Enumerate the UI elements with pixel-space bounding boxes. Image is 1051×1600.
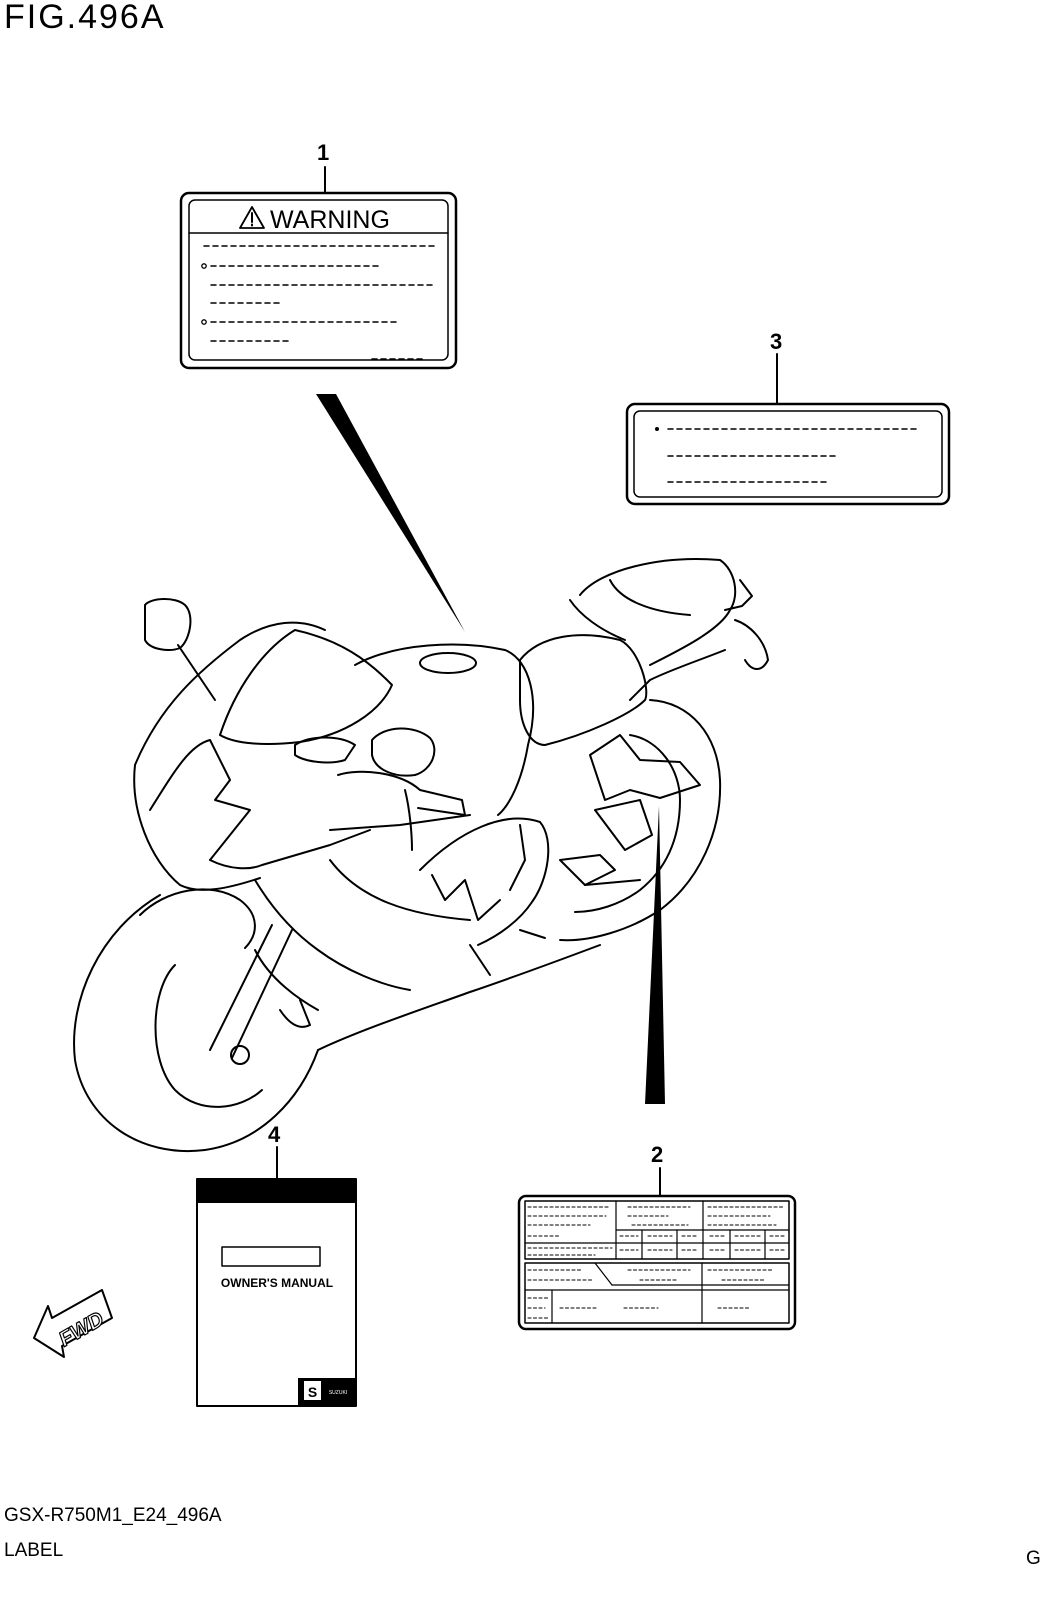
svg-text:S: S <box>308 1384 317 1400</box>
corner-letter: G <box>1026 1548 1041 1569</box>
callout-1: 1 <box>317 140 330 165</box>
warning-label: WARNING <box>179 166 458 370</box>
suzuki-brand: SUZUKI <box>329 1390 347 1396</box>
suzuki-logo-icon: S SUZUKI <box>298 1378 355 1406</box>
caution-label <box>625 353 951 506</box>
fwd-arrow-icon: FWD <box>33 1289 113 1358</box>
figure-title: FIG.496A <box>4 0 166 36</box>
warning-triangle-icon <box>239 206 265 229</box>
callout-2: 2 <box>651 1142 664 1167</box>
model-code: GSX-R750M1_E24_496A <box>4 1505 222 1526</box>
owners-manual-title: OWNER'S MANUAL <box>221 1276 333 1290</box>
warning-heading: WARNING <box>270 206 390 234</box>
leader-label-2 <box>645 806 665 1104</box>
section-label: LABEL <box>4 1540 64 1561</box>
callout-4: 4 <box>268 1122 281 1147</box>
owners-manual: OWNER'S MANUAL S SUZUKI <box>196 1146 357 1407</box>
specification-label <box>517 1167 797 1331</box>
callout-3: 3 <box>770 329 783 354</box>
motorcycle-illustration <box>73 558 769 1153</box>
leader-label-1 <box>316 394 465 632</box>
